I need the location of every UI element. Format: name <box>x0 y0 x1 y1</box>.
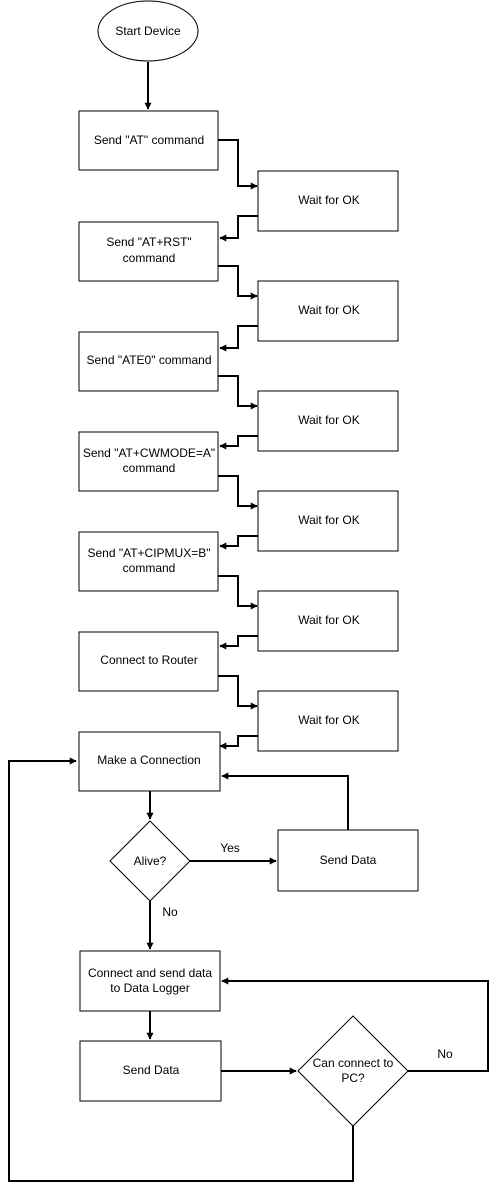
step-make-connection <box>78 731 221 792</box>
step-rst-label-2: command <box>123 251 176 265</box>
step-rst <box>78 221 219 282</box>
step-router-label: Connect to Router <box>100 653 197 667</box>
step-cipmux <box>78 531 219 592</box>
step-send-data-right <box>277 829 419 892</box>
step-at-label: Send "AT" command <box>94 133 204 147</box>
wait-box-2 <box>257 280 399 342</box>
step-ate0 <box>78 331 219 392</box>
edge-router-to-wait6 <box>218 675 258 710</box>
step-cwmode-label-1: Send "AT+CWMODE=A" <box>83 446 215 460</box>
step-send-data-bottom <box>79 1040 222 1102</box>
wait-box-3 <box>257 390 399 452</box>
decision-pc-label-1: Can connect to <box>313 1056 394 1070</box>
step-rst-label-1: Send "AT+RST" <box>106 235 191 249</box>
edge-wait4-to-cipmux <box>219 535 258 550</box>
edge-label-no-pc: No <box>437 1047 453 1061</box>
edge-wait6-to-connection <box>219 735 258 750</box>
labels: Start Device Send "AT" command Send "AT+… <box>83 24 453 1085</box>
wait-label-5: Wait for OK <box>298 613 360 627</box>
wait-label-2: Wait for OK <box>298 303 360 317</box>
edge-cipmux-to-wait5 <box>218 575 258 610</box>
step-router <box>78 631 219 692</box>
step-logger <box>79 950 221 1012</box>
shapes <box>78 0 419 1127</box>
step-ate0-label: Send "ATE0" command <box>86 353 211 367</box>
edge-at-to-wait1 <box>218 139 258 190</box>
edge-wait3-to-cwmode <box>219 435 258 450</box>
edge-wait5-to-router <box>219 635 258 650</box>
wait-box-6 <box>257 690 399 752</box>
connectors <box>8 62 489 1182</box>
edge-label-no-alive: No <box>162 905 178 919</box>
start-node <box>97 0 199 62</box>
edge-cwmode-to-wait4 <box>218 475 258 510</box>
decision-pc <box>297 1015 409 1127</box>
edge-wait1-to-rst <box>219 215 258 242</box>
edge-pc-no <box>221 977 489 1072</box>
step-cwmode-label-2: command <box>123 461 176 475</box>
edge-senddata-back <box>221 772 349 830</box>
step-cwmode <box>78 431 219 492</box>
step-send-data-right-label: Send Data <box>320 853 377 867</box>
edge-ate0-to-wait3 <box>218 375 258 410</box>
wait-label-3: Wait for OK <box>298 413 360 427</box>
start-label: Start Device <box>115 24 181 38</box>
step-cipmux-label-1: Send "AT+CIPMUX=B" <box>87 546 210 560</box>
wait-box-1 <box>257 170 399 232</box>
edge-pc-loop <box>8 757 354 1182</box>
wait-label-6: Wait for OK <box>298 713 360 727</box>
wait-box-5 <box>257 590 399 652</box>
wait-box-4 <box>257 490 399 552</box>
wait-label-1: Wait for OK <box>298 193 360 207</box>
edge-wait2-to-ate0 <box>219 325 258 352</box>
step-logger-label-1: Connect and send data <box>88 966 212 980</box>
decision-pc-label-2: PC? <box>341 1071 365 1085</box>
step-cipmux-label-2: command <box>123 561 176 575</box>
decision-alive <box>109 820 191 902</box>
step-send-data-bottom-label: Send Data <box>123 1063 180 1077</box>
step-make-connection-label: Make a Connection <box>97 753 200 767</box>
wait-label-4: Wait for OK <box>298 513 360 527</box>
edge-label-yes: Yes <box>220 841 240 855</box>
step-logger-label-2: to Data Logger <box>110 981 189 995</box>
decision-alive-label: Alive? <box>134 854 167 868</box>
step-at <box>78 110 219 171</box>
edge-rst-to-wait2 <box>218 265 258 300</box>
